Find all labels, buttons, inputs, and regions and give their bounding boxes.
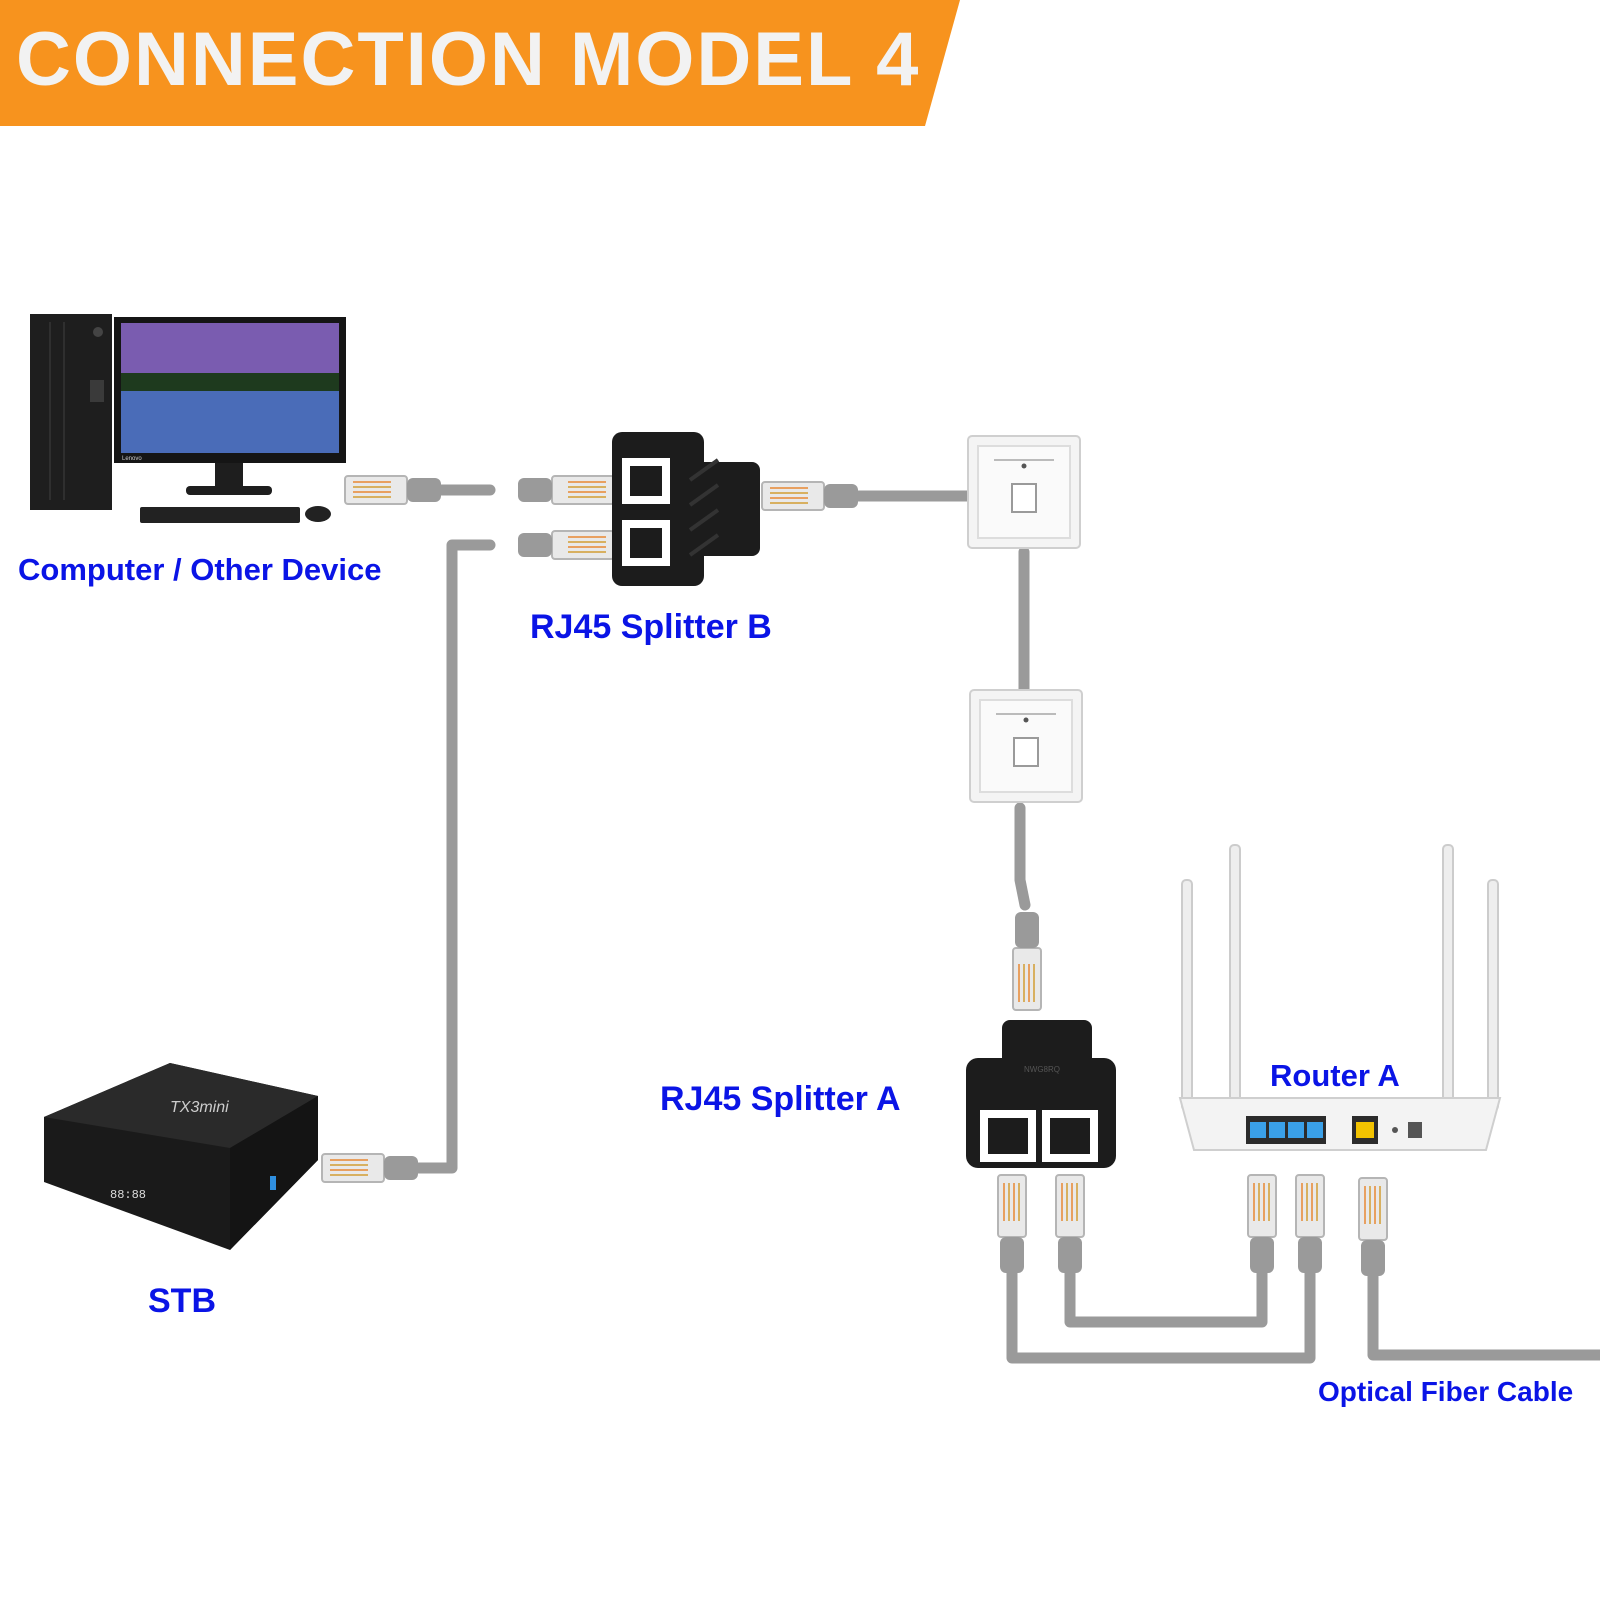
- rj45-plug-stb: [321, 1153, 419, 1183]
- splitter-imprint: NWG8RQ: [1024, 1065, 1060, 1074]
- stb-icon: TX3mini 88:88: [44, 1063, 318, 1250]
- router-label: Router A: [1270, 1058, 1400, 1093]
- rj45-plugs-lower: [997, 1174, 1388, 1277]
- router-a-icon: [1178, 844, 1502, 1151]
- header-banner-shape: [0, 0, 960, 126]
- stb-label: STB: [148, 1282, 216, 1320]
- cable-router-wan-fiber: [1367, 1264, 1600, 1361]
- fiber-label: Optical Fiber Cable: [1318, 1376, 1574, 1407]
- banner-background: [0, 0, 960, 126]
- rj45-splitter-a-icon: NWG8RQ: [966, 1020, 1116, 1168]
- rj45-plugs-splitter-b: [344, 475, 859, 560]
- computer-label: Computer / Other Device: [18, 552, 382, 587]
- stb-brand: TX3mini: [170, 1099, 229, 1116]
- computer-icon: Lenovo: [30, 314, 346, 523]
- wall-socket-lower-icon: [969, 689, 1083, 803]
- header-banner: CONNECTION MODEL 4: [0, 0, 960, 135]
- cable-wallplate-splittera: [1014, 802, 1031, 911]
- splitter-b-label: RJ45 Splitter B: [530, 608, 772, 646]
- rj45-splitter-b-icon: [612, 432, 760, 586]
- page-title: CONNECTION MODEL 4: [16, 17, 921, 102]
- stb-display: 88:88: [110, 1188, 146, 1202]
- cable-stb-splitterb: [406, 539, 496, 1174]
- splitter-a-label: RJ45 Splitter A: [660, 1080, 901, 1118]
- cable-splittera-router-lan2: [1064, 1262, 1268, 1328]
- cable-splittera-router-lan1: [1006, 1262, 1316, 1364]
- cables: [406, 484, 1600, 1364]
- monitor-brand: Lenovo: [122, 456, 142, 462]
- wall-socket-upper-icon: [967, 435, 1081, 549]
- rj45-plug-splitter-a-input: [1012, 911, 1042, 1011]
